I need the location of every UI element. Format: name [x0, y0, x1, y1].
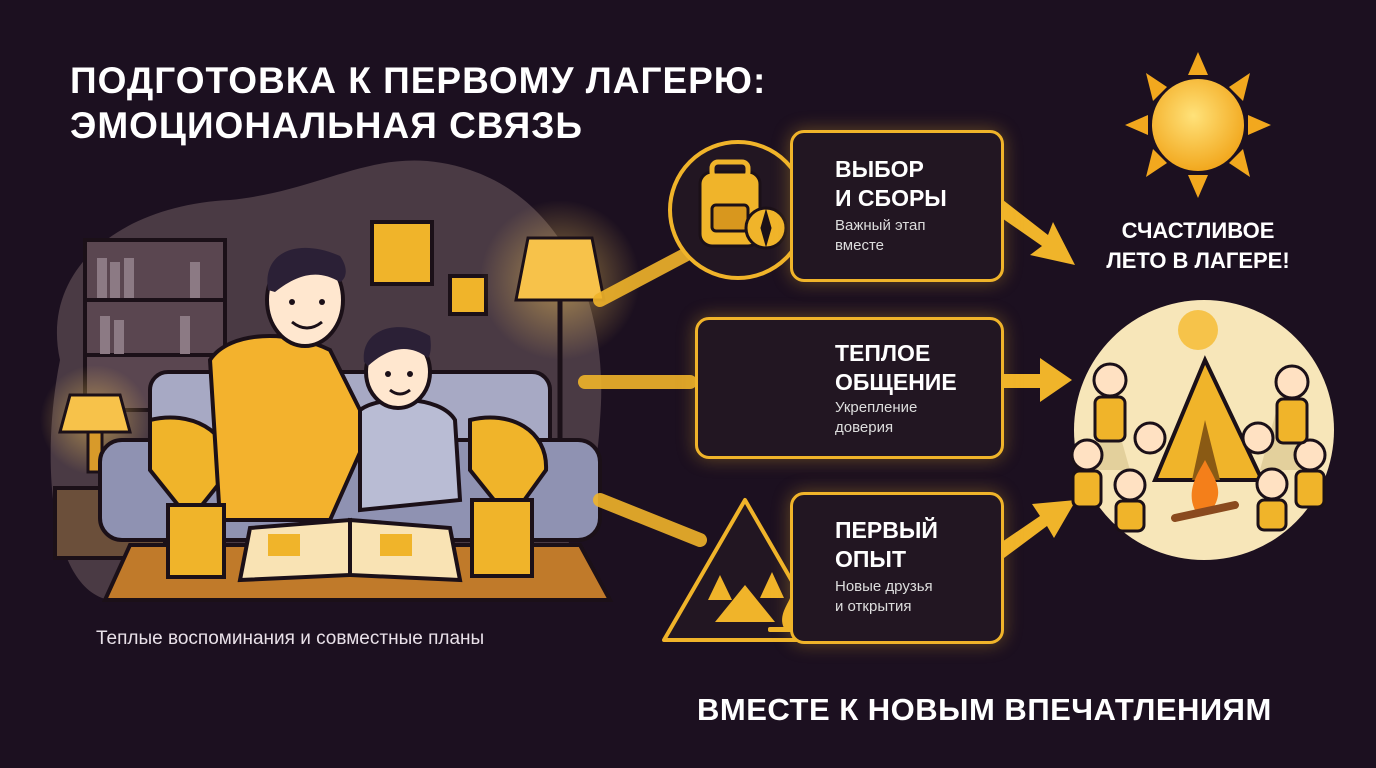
- arrows-to-goal: [996, 200, 1076, 558]
- camp-scene-icon: [1070, 300, 1334, 560]
- scene-caption: Теплые воспоминания и совместные планы: [96, 628, 485, 649]
- bottom-slogan: ВМЕСТЕ К НОВЫМ ВПЕЧАТЛЕНИЯМ: [697, 692, 1272, 727]
- goal-title-line-1: СЧАСТЛИВОЕ: [1121, 218, 1275, 243]
- arrow-right-icon: [996, 200, 1075, 265]
- step-3-subtitle-line-2: и открытия: [835, 598, 912, 615]
- step-3-subtitle-line-1: Новые друзья: [835, 578, 933, 595]
- step-1-subtitle: Важный этап вместе: [835, 216, 925, 256]
- step-2-subtitle-line-1: Укрепление: [835, 399, 918, 416]
- goal-title: СЧАСТЛИВОЕ ЛЕТО В ЛАГЕРЕ!: [1078, 216, 1318, 276]
- step-card-communication: [695, 317, 1004, 459]
- step-2-title: ТЕПЛОЕ ОБЩЕНИЕ: [835, 339, 957, 397]
- step-1-icon-circle: [668, 140, 808, 280]
- connector-lines: [578, 248, 707, 547]
- arrow-right-icon: [996, 500, 1076, 558]
- arrow-right-icon: [1002, 358, 1072, 402]
- backpack-compass-icon: [698, 159, 788, 250]
- step-1-subtitle-line-1: Важный этап: [835, 217, 926, 234]
- sun-icon: [1125, 52, 1271, 198]
- living-room-scene: [40, 160, 640, 602]
- step-3-title-line-1: ПЕРВЫЙ: [835, 517, 938, 543]
- photo-album-icon: [101, 517, 614, 602]
- step-3-title: ПЕРВЫЙ ОПЫТ: [835, 516, 938, 574]
- step-2-subtitle-line-2: доверия: [835, 419, 894, 436]
- step-2-title-line-2: ОБЩЕНИЕ: [835, 369, 957, 395]
- page-title: ПОДГОТОВКА К ПЕРВОМУ ЛАГЕРЮ: ЭМОЦИОНАЛЬН…: [70, 58, 766, 148]
- goal-title-line-2: ЛЕТО В ЛАГЕРЕ!: [1106, 248, 1290, 273]
- small-sun-icon: [1178, 310, 1218, 350]
- page-title-line-1: ПОДГОТОВКА К ПЕРВОМУ ЛАГЕРЮ:: [70, 60, 767, 101]
- photo-frame-icon: [166, 503, 226, 579]
- step-card-selection: [790, 130, 1004, 282]
- step-3-subtitle: Новые друзья и открытия: [835, 577, 933, 617]
- step-2-subtitle: Укрепление доверия: [835, 398, 917, 438]
- wall-picture-icon: [370, 220, 434, 286]
- campfire-icon: [1191, 460, 1219, 510]
- step-1-subtitle-line-2: вместе: [835, 237, 884, 254]
- floor-lamp-icon: [480, 200, 640, 470]
- step-1-title-line-1: ВЫБОР: [835, 156, 924, 182]
- step-card-experience: [790, 492, 1004, 644]
- page-title-line-2: ЭМОЦИОНАЛЬНАЯ СВЯЗЬ: [70, 105, 583, 146]
- step-2-title-line-1: ТЕПЛОЕ: [835, 340, 931, 366]
- step-1-title: ВЫБОР И СБОРЫ: [835, 155, 947, 213]
- photo-frame-icon: [470, 498, 534, 578]
- step-3-title-line-2: ОПЫТ: [835, 546, 906, 572]
- step-1-title-line-2: И СБОРЫ: [835, 185, 947, 211]
- child-figure-icon: [358, 327, 463, 513]
